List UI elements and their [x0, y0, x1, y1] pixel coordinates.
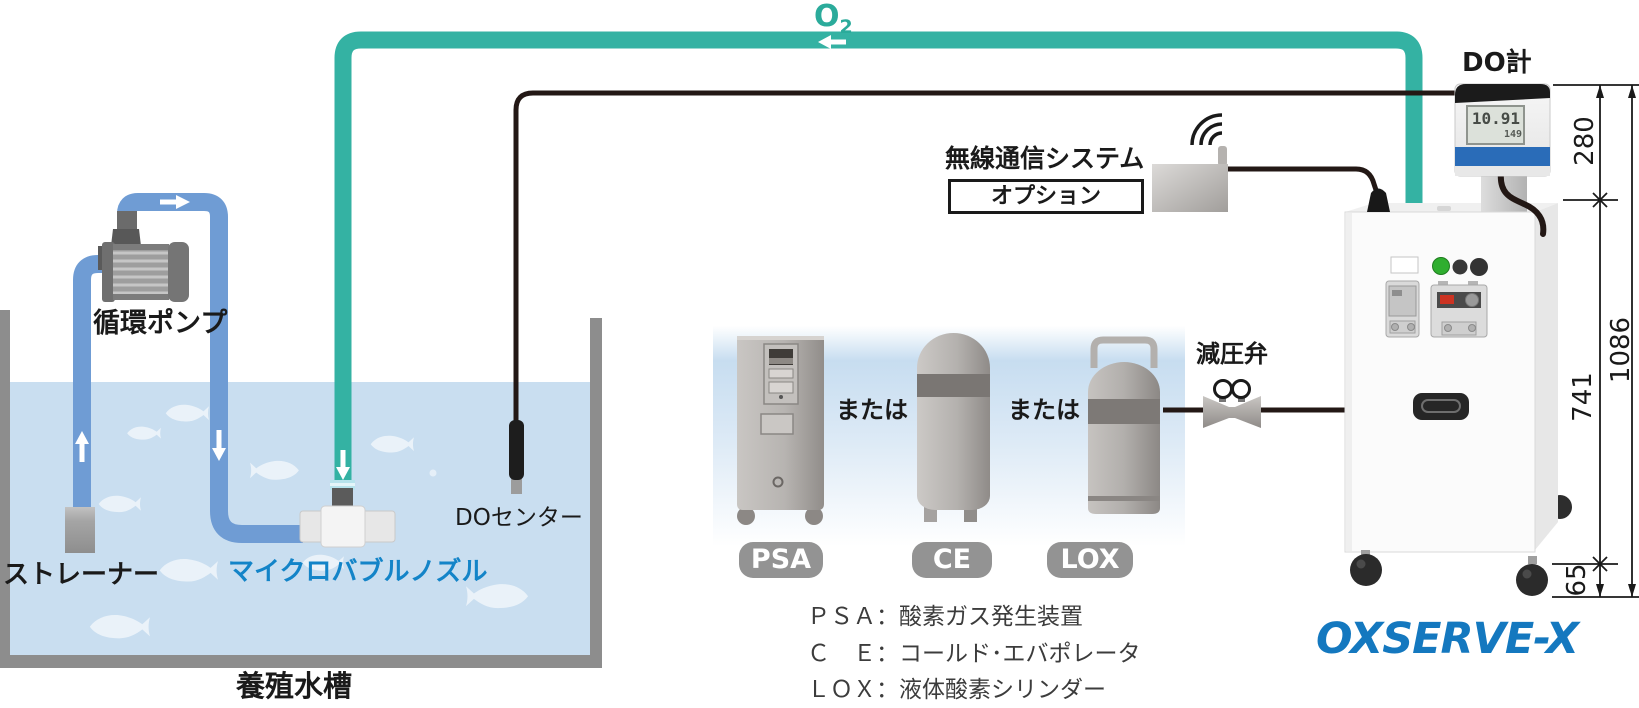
oxserve-cabinet [1344, 172, 1572, 596]
ce-badge: CE [912, 542, 992, 578]
legend-row-lox: ＬＯＸ：液体酸素シリンダー [807, 677, 1106, 703]
gauge-module-left [1385, 280, 1420, 338]
or-label-2: または [1008, 396, 1080, 424]
green-led [1432, 257, 1450, 275]
do-sensor-cable [513, 90, 1456, 426]
microbubble-nozzle-label: マイクロバブルノズル [228, 557, 488, 587]
psa-badge: PSA [739, 542, 823, 578]
microbubble-nozzle [299, 480, 396, 548]
o2-supply-pipe [334, 31, 1423, 484]
legend-row-psa: ＰＳＡ：酸素ガス発生装置 [807, 604, 1083, 630]
dimension-lines [1552, 84, 1639, 598]
fish-tank-label: 養殖水槽 [236, 669, 353, 703]
fish-silhouettes [89, 404, 529, 639]
circulation-pump-label: 循環ポンプ [93, 308, 228, 339]
dimension-280: 280 [1570, 116, 1600, 166]
dimension-65: 65 [1562, 563, 1592, 597]
do-sensor-probe [509, 420, 524, 494]
circulation-pump [98, 211, 189, 302]
strainer [65, 507, 95, 553]
product-logo: OXSERVE-X [1316, 614, 1579, 664]
wireless-router [1152, 113, 1380, 212]
do-meter-reading-secondary: 149 [1503, 129, 1522, 140]
dimension-1086: 1086 [1606, 316, 1636, 384]
pressure-valve-label: 減圧弁 [1196, 340, 1268, 368]
pressure-reducing-valve [1203, 379, 1261, 428]
or-label-1: または [836, 396, 908, 424]
cable-grommet [1367, 188, 1390, 212]
strainer-label: ストレーナー [3, 560, 160, 590]
psa-unit [737, 336, 824, 525]
do-meter-label: DO計 [1462, 48, 1532, 78]
option-box: オプション [948, 179, 1144, 214]
do-sensor-label: DOセンター [455, 505, 583, 531]
lox-badge: LOX [1047, 542, 1133, 578]
wifi-waves-icon [1190, 113, 1223, 146]
do-meter-reading-primary: 10.91 [1471, 109, 1520, 128]
water-circulation-pipe [73, 193, 303, 543]
wireless-system-label: 無線通信システム [945, 144, 1145, 173]
do-meter [1454, 83, 1551, 237]
dimension-741: 741 [1568, 372, 1598, 422]
ce-unit [917, 333, 990, 522]
lox-unit [1088, 336, 1160, 514]
gauge-module-right [1430, 281, 1488, 338]
lcd-screen [1466, 105, 1525, 145]
o2-label: O2 [814, 0, 853, 38]
legend-row-ce: Ｃ Ｅ：コールド･エバポレータ [807, 641, 1141, 667]
flow-arrows [75, 35, 846, 480]
